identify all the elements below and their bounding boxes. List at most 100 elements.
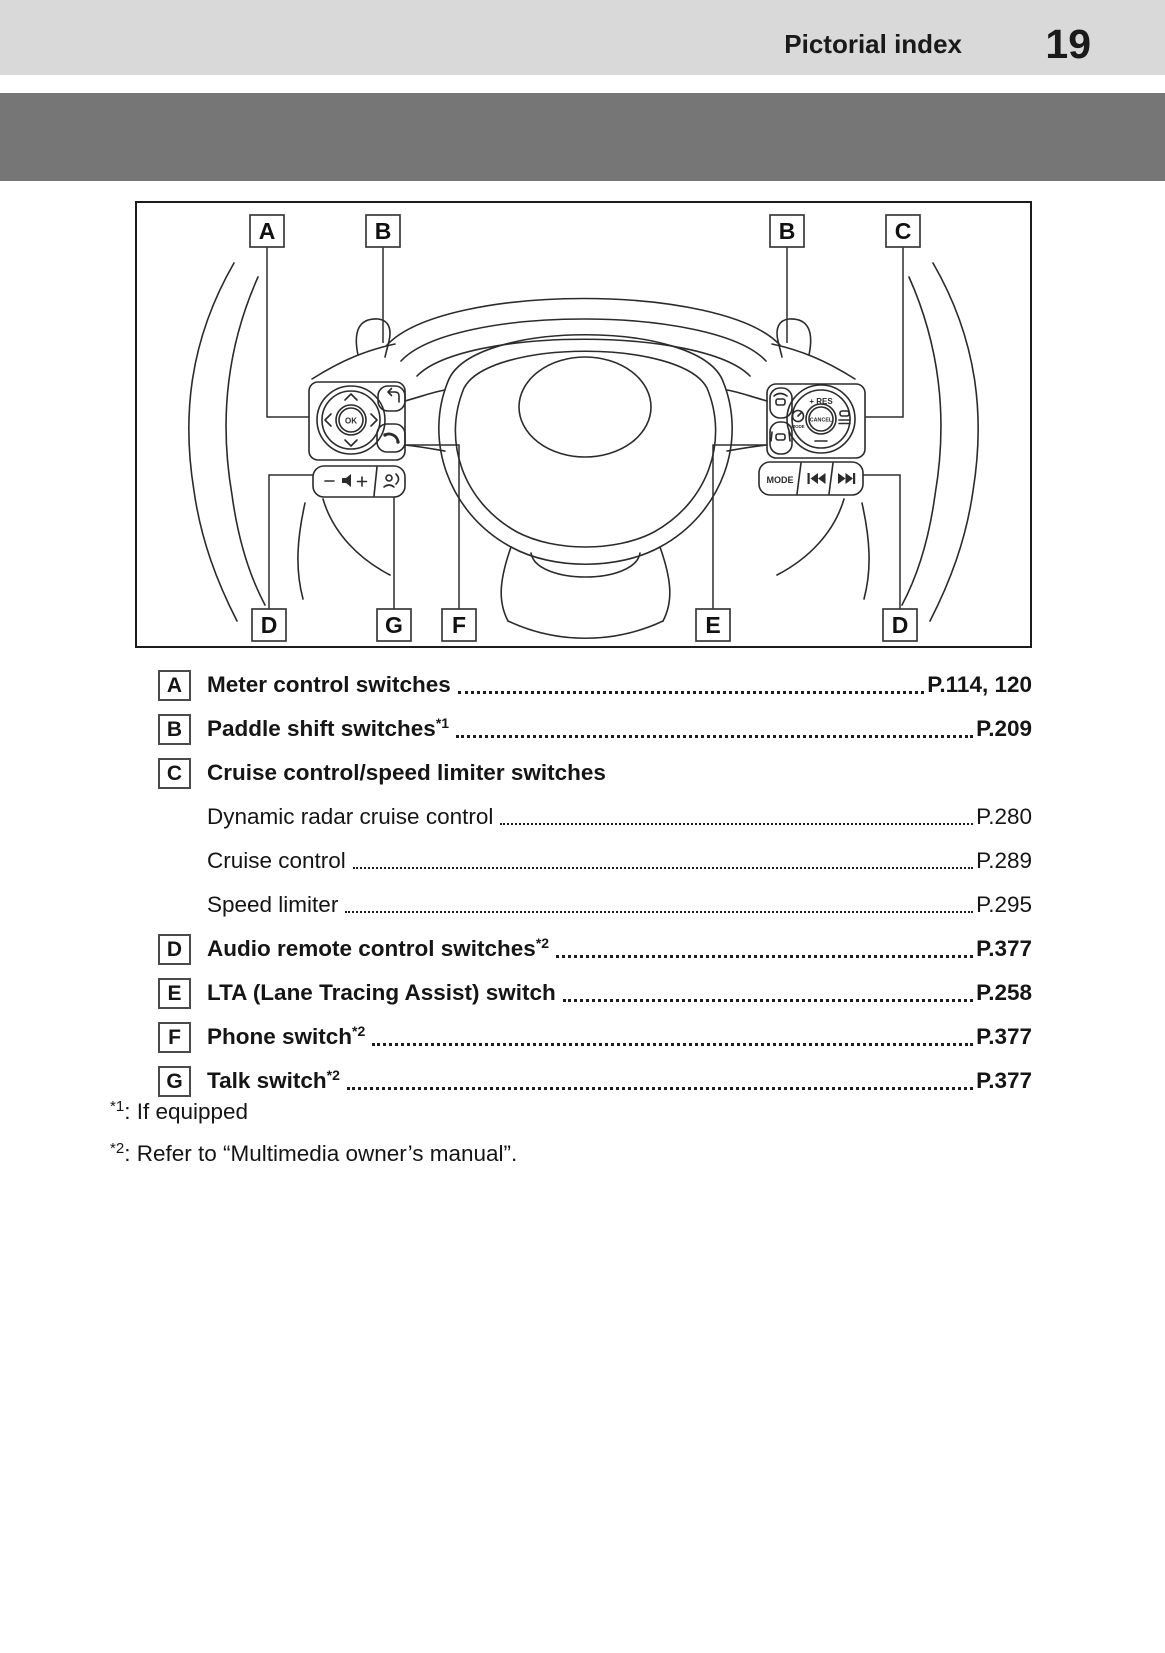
page-ref: P.209 [976, 716, 1032, 741]
index-letter-box: G [158, 1065, 191, 1097]
mode-label: MODE [767, 475, 794, 485]
index-letter-box: F [158, 1021, 191, 1053]
footnote-marker: *2 [535, 935, 550, 951]
speed-mode-icon: MODE [791, 409, 805, 429]
index-row-cruise-control: Cruise control P.289 [158, 839, 1032, 883]
index-label: Dynamic radar cruise control [207, 804, 494, 829]
index-letter-box: C [158, 757, 191, 789]
meter-control-switch-pod: OK [308, 381, 406, 461]
dotted-leader [346, 1086, 974, 1090]
header-band: Pictorial index 19 [0, 0, 1165, 75]
index-label: Audio remote control switches [207, 936, 536, 961]
callout-b-left-box [365, 214, 401, 248]
index-label: Talk switch [207, 1068, 327, 1093]
svg-text:D: D [892, 612, 909, 638]
callout-leaders [266, 247, 904, 609]
index-row-audio-remote: D Audio remote control switches*2 P.377 [158, 927, 1032, 971]
footnote-1-marker: *1 [110, 1098, 125, 1115]
svg-text:D: D [261, 612, 278, 638]
svg-text:F: F [452, 612, 466, 638]
footnote-2: *2: Refer to “Multimedia owner’s manual”… [110, 1141, 517, 1167]
index-row-meter-control: A Meter control switches P.114, 120 [158, 663, 1032, 707]
talk-icon [383, 473, 400, 488]
callout-boxes-top: A B B C [249, 214, 921, 248]
page-ref: P.377 [976, 1068, 1032, 1093]
svg-text:G: G [385, 612, 403, 638]
dotted-leader [456, 734, 974, 738]
dpad [316, 385, 386, 455]
ok-label: OK [345, 417, 357, 426]
prev-track-icon [807, 473, 826, 484]
audio-media-switch-row: MODE [758, 461, 864, 496]
page-ref: P.114, 120 [927, 672, 1032, 697]
footnote-1: *1: If equipped [110, 1099, 248, 1125]
callout-d-right-box [882, 608, 918, 642]
callout-g-box [376, 608, 412, 642]
index-label: Cruise control/speed limiter switches [207, 760, 606, 785]
rim-right-outer [929, 262, 979, 622]
svg-text:B: B [779, 218, 796, 244]
svg-text:E: E [705, 612, 720, 638]
radar-cruise-icon [773, 392, 788, 406]
index-label: Meter control switches [207, 672, 451, 697]
ok-button [335, 404, 367, 436]
dotted-leader [372, 1042, 974, 1046]
footnote-marker: *1 [435, 715, 450, 731]
back-button [377, 385, 406, 412]
index-label: Phone switch [207, 1024, 353, 1049]
page-ref: P.295 [976, 892, 1032, 917]
callout-e-box [695, 608, 731, 642]
rim-left-outer [188, 262, 238, 622]
page-number: 19 [1045, 21, 1091, 67]
page-ref: P.258 [976, 980, 1032, 1005]
page-ref: P.377 [976, 936, 1032, 961]
speaker-icon [342, 474, 351, 487]
vehicle-distance-icon [838, 410, 851, 425]
horn-pad [518, 356, 652, 458]
index-label: Cruise control [207, 848, 346, 873]
index-row-cruise-heading: C Cruise control/speed limiter switches [158, 751, 1032, 795]
footnote-marker: *2 [326, 1067, 340, 1083]
index-letter-box: A [158, 669, 191, 701]
index-row-paddle-shift: B Paddle shift switches*1 P.209 [158, 707, 1032, 751]
index-row-talk-switch: G Talk switch*2 P.377 [158, 1059, 1032, 1103]
index-row-lta: E LTA (Lane Tracing Assist) switch P.258 [158, 971, 1032, 1015]
pictorial-index-list: A Meter control switches P.114, 120 B Pa… [158, 663, 1032, 1103]
airbag-pad [438, 334, 733, 565]
section-title: Pictorial index [784, 29, 962, 59]
rim-left-inner [225, 276, 266, 606]
index-letter-box: B [158, 713, 191, 745]
back-icon [387, 387, 400, 403]
cancel-label: CANCEL [810, 418, 833, 424]
index-letter-box: E [158, 977, 191, 1009]
cancel-button [805, 403, 837, 435]
dotted-leader [500, 823, 974, 825]
paddle-shifter-left [355, 318, 391, 358]
volume-plus-icon [356, 476, 368, 487]
phone-button [376, 423, 406, 453]
chapter-band [0, 93, 1165, 181]
callout-f-box [441, 608, 477, 642]
page-ref: P.377 [976, 1024, 1032, 1049]
svg-text:C: C [895, 218, 912, 244]
lta-lane-icon [770, 431, 791, 442]
index-label: Paddle shift switches [207, 716, 436, 741]
res-label: + RES [809, 397, 833, 406]
callout-b-right-box [769, 214, 805, 248]
footnote-1-text: : If equipped [124, 1099, 249, 1124]
paddle-shifter-right [776, 318, 812, 358]
dpad-up-icon [344, 393, 358, 401]
dotted-leader [345, 911, 974, 913]
page-ref: P.289 [976, 848, 1032, 873]
dpad-left-icon [324, 413, 332, 427]
dotted-leader [457, 690, 925, 694]
dpad-right-icon [370, 413, 378, 427]
index-row-phone-switch: F Phone switch*2 P.377 [158, 1015, 1032, 1059]
rim-right-inner [901, 276, 942, 606]
index-label: LTA (Lane Tracing Assist) switch [207, 980, 556, 1005]
dotted-leader [562, 998, 974, 1002]
index-row-dynamic-radar: Dynamic radar cruise control P.280 [158, 795, 1032, 839]
steering-wheel-art: OK [188, 262, 979, 639]
dotted-leader [556, 954, 974, 958]
svg-text:B: B [375, 218, 392, 244]
